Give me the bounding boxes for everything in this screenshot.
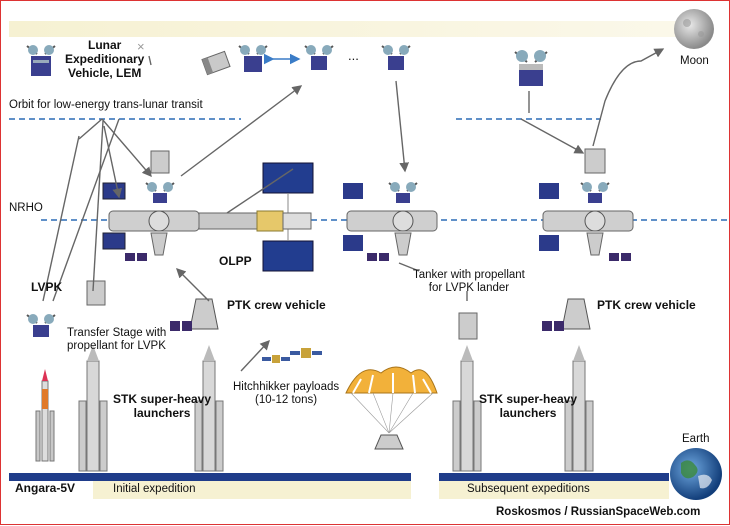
earth-label: Earth [682, 433, 710, 445]
angara-rocket [35, 369, 55, 462]
olpp-label: OLPP [219, 254, 252, 268]
ellipsis-label: ... [348, 48, 359, 63]
initial-band [93, 481, 411, 499]
subsequent-band [439, 481, 669, 499]
hitchhiker-label: Hitchhikker payloads (10-12 tons) [233, 381, 340, 407]
stk-label-right: STK super-heavy launchers [479, 392, 578, 420]
stk-label-left: STK super-heavy launchers [113, 392, 212, 420]
svg-text:×: × [137, 39, 145, 54]
tanker-label: Tanker with propellant for LVPK lander [413, 269, 525, 295]
station-right [539, 148, 634, 261]
initial-expedition-label: Initial expedition [113, 483, 196, 495]
ground-left [9, 473, 411, 481]
moon-label: Moon [680, 55, 709, 67]
lvpk-label: LVPK [31, 280, 63, 294]
transfer-stage-label: Transfer Stage with propellant for LVPK [67, 327, 167, 353]
credit-label: Roskosmos / RussianSpaceWeb.com [496, 506, 701, 518]
subsequent-expeditions-label: Subsequent expeditions [467, 483, 590, 495]
nrho-label: NRHO [9, 202, 43, 214]
ground-right [439, 473, 669, 481]
orbit-label: Orbit for low-energy trans-lunar transit [9, 99, 203, 111]
stk-rocket-right [452, 345, 594, 472]
ptk-label-right: PTK crew vehicle [597, 298, 696, 312]
ptk-label-left: PTK crew vehicle [227, 298, 326, 312]
trans-lunar-band [9, 21, 689, 37]
moon-globe [674, 9, 714, 49]
lem-label: Lunar Expeditionary Vehicle, LEM [65, 38, 145, 80]
lem-icon [26, 45, 56, 76]
angara-label: Angara-5V [15, 481, 76, 495]
station-left [102, 150, 314, 272]
stk-rocket-left [78, 345, 224, 472]
parachute-capsule [345, 366, 438, 450]
station-middle [343, 182, 438, 261]
